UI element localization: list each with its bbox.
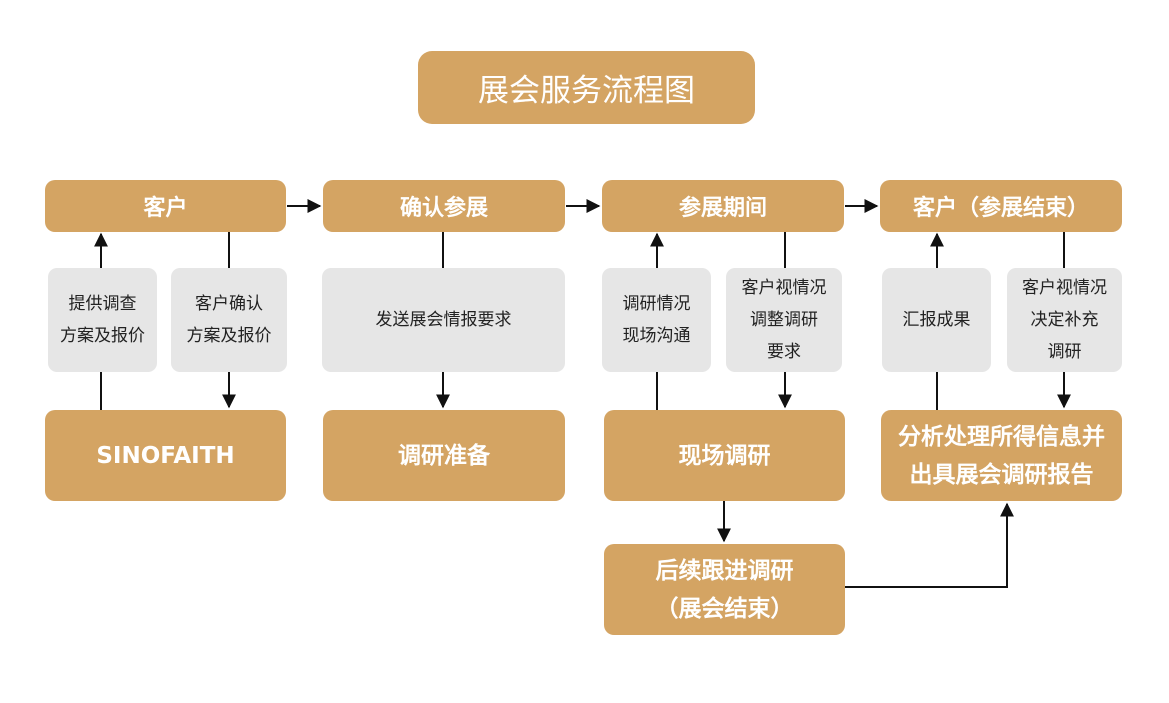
- box-research-prep: 调研准备: [323, 410, 565, 501]
- arrow-followup-to-report: [845, 502, 1014, 588]
- note-line: 调研情况: [622, 294, 691, 314]
- header-during-exhibit: 参展期间: [602, 180, 844, 232]
- followup-line: 后续跟进调研: [655, 557, 794, 584]
- note-report-results: 汇报成果: [882, 268, 991, 372]
- note-send-info-request: 发送展会情报要求: [322, 268, 565, 372]
- header-customer: 客户: [45, 180, 286, 232]
- note-line: 要求: [767, 342, 801, 362]
- followup-line: （展会结束）: [655, 595, 794, 622]
- note-line: 提供调查: [68, 294, 137, 314]
- box-followup-research: 后续跟进调研 （展会结束）: [604, 544, 845, 635]
- box-onsite-research: 现场调研: [604, 410, 845, 501]
- note-line: 现场沟通: [622, 326, 691, 346]
- note-line: 方案及报价: [60, 326, 145, 346]
- header-confirm-exhibit: 确认参展: [323, 180, 565, 232]
- note-line: 客户视情况: [741, 278, 827, 298]
- note-decide-supplement: 客户视情况 决定补充 调研: [1007, 268, 1122, 372]
- note-line: 调研: [1047, 342, 1082, 362]
- box-sinofaith: SINOFAITH: [45, 410, 286, 501]
- note-line: 方案及报价: [186, 326, 272, 346]
- header-customer-after-exhibit: 客户（参展结束）: [880, 180, 1122, 232]
- note-line: 客户视情况: [1022, 278, 1107, 298]
- page-title: 展会服务流程图: [418, 51, 755, 124]
- note-line: 客户确认: [195, 294, 263, 314]
- note-line: 调整调研: [750, 310, 818, 330]
- note-onsite-communication: 调研情况 现场沟通: [602, 268, 711, 372]
- box-analysis-report: 分析处理所得信息并 出具展会调研报告: [881, 410, 1122, 501]
- report-line: 出具展会调研报告: [909, 461, 1094, 488]
- note-provide-proposal: 提供调查 方案及报价: [48, 268, 157, 372]
- note-line: 决定补充: [1030, 310, 1099, 330]
- report-line: 分析处理所得信息并: [898, 423, 1105, 450]
- note-customer-confirm: 客户确认 方案及报价: [171, 268, 287, 372]
- note-adjust-requirements: 客户视情况 调整调研 要求: [726, 268, 842, 372]
